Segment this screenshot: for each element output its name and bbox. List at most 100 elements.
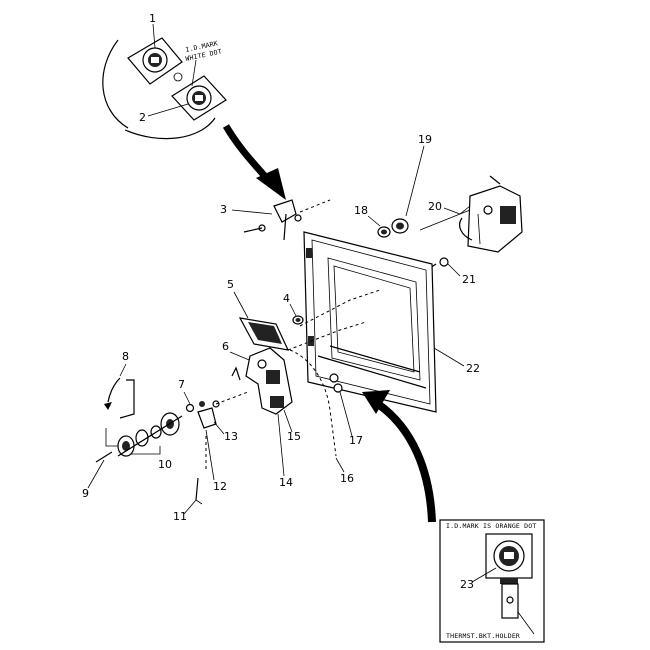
part-10-bracket-right	[130, 446, 161, 455]
callout-18: 18	[354, 204, 368, 217]
part-11-rod	[195, 477, 199, 501]
door-bottom-rail	[329, 345, 421, 373]
callout-9: 9	[82, 487, 89, 500]
callout-15-leader	[283, 409, 293, 433]
part-20-wire	[459, 217, 473, 241]
note-leader	[191, 59, 197, 87]
inset-arc-left	[102, 39, 129, 129]
callout-14: 14	[279, 476, 293, 489]
part-3-nut	[294, 214, 302, 222]
holder-neck	[500, 578, 518, 584]
part-6-latch-core	[266, 370, 280, 384]
parts-16-17: 16 17	[289, 349, 363, 485]
door-inner-frame	[311, 239, 431, 405]
callout-11-leader	[183, 499, 197, 515]
callout-6: 6	[222, 340, 229, 353]
callout-21: 21	[462, 273, 476, 286]
callout-16: 16	[340, 472, 354, 485]
callout-2-leader	[147, 103, 189, 117]
callout-2: 2	[139, 111, 146, 124]
callout-9-leader	[87, 459, 105, 489]
part-4-hole	[295, 318, 301, 322]
callout-5: 5	[227, 278, 234, 291]
callout-13-leader	[213, 421, 225, 435]
thermostat-23-terminal	[504, 552, 514, 559]
callout-19: 19	[418, 133, 432, 146]
part-4-5-group: 4 5	[227, 278, 304, 351]
part-20-fold	[477, 213, 481, 245]
callout-11: 11	[173, 510, 187, 523]
top-inset: I.D.MARK WHITE DOT 1 2	[102, 12, 227, 140]
part-3-group: 3	[220, 199, 331, 241]
callout-5-leader	[233, 291, 249, 319]
top-right-group: 18 19 20 21	[354, 133, 523, 286]
arrow-bottom-shaft	[375, 400, 436, 523]
part-6-pivot	[257, 359, 267, 369]
callout-19-leader	[405, 145, 425, 217]
thermostat-1-terminal	[151, 57, 159, 63]
callout-21-leader	[447, 263, 461, 277]
callout-3: 3	[220, 203, 227, 216]
part-5-window	[248, 322, 282, 344]
arrow-bottom	[362, 390, 436, 523]
door-dash-1	[299, 289, 381, 327]
door-window-outline	[327, 257, 421, 381]
callout-22: 22	[466, 362, 480, 375]
thermostat-2-terminal	[195, 95, 203, 101]
part-10-bracket-left	[105, 428, 118, 447]
door-hinge-top	[306, 248, 312, 258]
callout-20-leader	[443, 205, 471, 215]
callout-3-leader	[231, 209, 273, 215]
white-dot-mark	[173, 72, 183, 82]
part-17-screw-1	[329, 373, 339, 383]
part-12-clip	[197, 407, 217, 429]
parts-7-12-13: 7 13 12	[178, 378, 249, 493]
parts-8-to-11: 8 9 10 11	[82, 350, 207, 523]
callout-14-leader	[277, 413, 285, 477]
part-9-hub	[122, 441, 130, 451]
callout-18-leader	[367, 215, 381, 227]
part-6-spring	[231, 366, 241, 381]
arrow-top-shaft	[222, 124, 273, 185]
part-8-tip	[104, 402, 112, 410]
door-bottom-edge	[317, 355, 427, 389]
part-20-switch	[500, 206, 516, 224]
part-3-dashline	[299, 199, 331, 213]
callout-22-leader	[433, 347, 465, 367]
part-13-dashline	[215, 391, 249, 405]
callout-17: 17	[349, 434, 363, 447]
callout-4-leader	[289, 303, 297, 317]
latch-assembly: 6 15 14	[222, 340, 301, 489]
part-21-screw	[439, 257, 449, 267]
door-dash-2	[287, 321, 367, 351]
callout-20: 20	[428, 200, 442, 213]
door-panel-22: 22	[287, 231, 480, 413]
bottom-inset-title: I.D.MARK IS ORANGE DOT	[446, 522, 537, 530]
part-20-bracket	[467, 185, 523, 253]
callout-8-leader	[119, 363, 127, 377]
part-10-collar	[135, 429, 149, 447]
arrow-bottom-head	[362, 390, 390, 414]
callout-15: 15	[287, 430, 301, 443]
part-14-switch	[270, 396, 284, 408]
holder-label-leader	[517, 611, 535, 635]
arrow-top	[222, 124, 286, 200]
callout-4: 4	[283, 292, 290, 305]
callout-12: 12	[213, 480, 227, 493]
callout-17-leader	[339, 391, 353, 437]
part-3-bracket	[273, 199, 297, 223]
callout-16-leader	[335, 457, 345, 473]
callout-23: 23	[460, 578, 474, 591]
callout-12-leader	[205, 429, 215, 481]
inset-arc-bottom	[124, 117, 216, 140]
part-19-hole	[396, 222, 404, 230]
callout-10: 10	[158, 458, 172, 471]
part-9-leader-line	[95, 451, 113, 463]
part-11-tip	[195, 499, 203, 505]
callout-13: 13	[224, 430, 238, 443]
part-20-hole	[483, 205, 493, 215]
part-18-hole	[381, 229, 387, 235]
callout-1: 1	[149, 12, 156, 25]
callout-7: 7	[178, 378, 185, 391]
